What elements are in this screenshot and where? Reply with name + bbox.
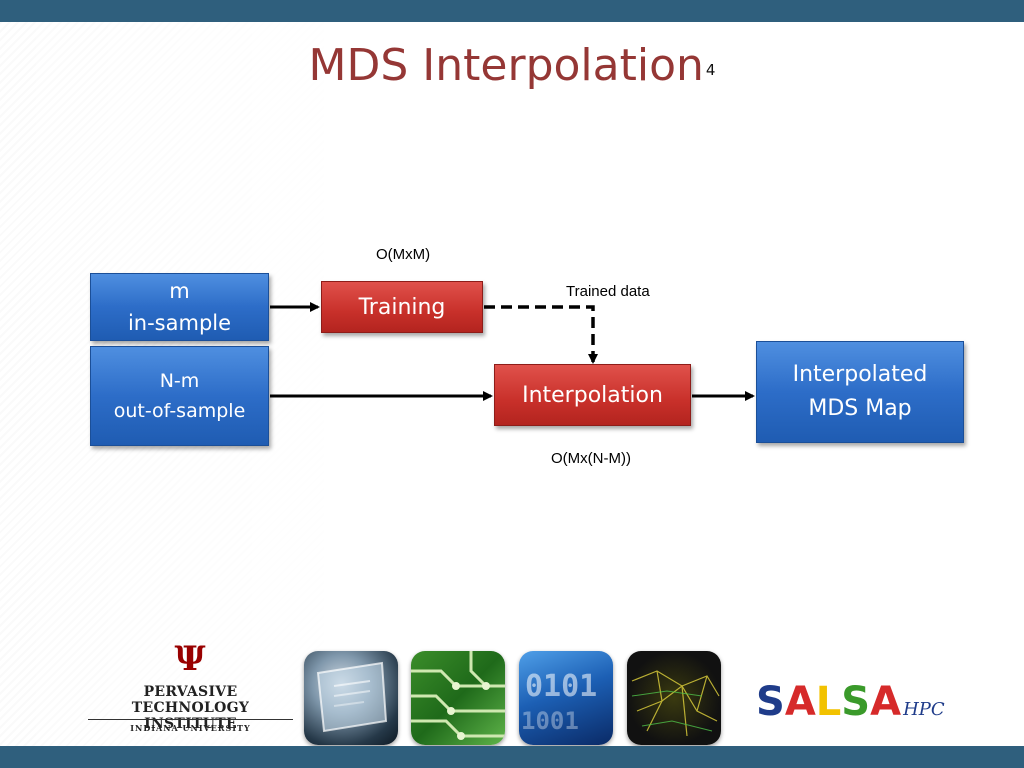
training-box: Training xyxy=(321,281,483,333)
slide-title-text: MDS Interpolation xyxy=(308,40,704,91)
out-of-sample-label: out-of-sample xyxy=(113,400,246,422)
interpolation-label: Interpolation xyxy=(522,382,663,408)
pti-university: INDIANA UNIVERSITY xyxy=(130,723,251,733)
network-graphic xyxy=(631,670,720,737)
in-sample-count: m xyxy=(169,279,190,303)
binary-digits-faded-icon: 1001 xyxy=(521,707,579,735)
iu-trident-icon: Ψ xyxy=(174,639,206,679)
salsa-letter: A xyxy=(784,679,816,725)
salsa-letter: S xyxy=(841,679,871,725)
computer-screen-image xyxy=(304,651,398,745)
training-cost-label: O(MxM) xyxy=(376,246,431,263)
trained-data-label: Trained data xyxy=(566,283,650,300)
network-map-image xyxy=(627,651,721,745)
pti-divider xyxy=(88,719,293,720)
interpolated-map-box: Interpolated MDS Map xyxy=(756,341,964,443)
top-bar xyxy=(0,0,1024,22)
salsa-hpc-suffix: HPC xyxy=(903,699,945,720)
circuit-graphic xyxy=(411,651,505,740)
pti-logo: Ψ PERVASIVE TECHNOLOGY INSTITUTE INDIANA… xyxy=(88,640,293,740)
pti-name-line1: PERVASIVE TECHNOLOGY xyxy=(131,684,250,716)
pti-name: PERVASIVE TECHNOLOGY INSTITUTE xyxy=(88,684,293,732)
salsa-letter: A xyxy=(870,679,902,725)
map-label-line2: MDS Map xyxy=(808,396,912,421)
out-of-sample-box: N-m out-of-sample xyxy=(90,346,269,446)
interpolation-box: Interpolation xyxy=(494,364,691,426)
binary-code-image: 0101 1001 xyxy=(519,651,613,745)
training-label: Training xyxy=(358,294,446,320)
screen-graphic xyxy=(316,661,388,733)
out-of-sample-count: N-m xyxy=(159,370,200,392)
pti-name-line2: INSTITUTE xyxy=(144,716,237,732)
in-sample-label: in-sample xyxy=(127,311,232,335)
salsa-letter: L xyxy=(815,679,842,725)
circuit-board-image xyxy=(411,651,505,745)
interpolation-cost-label: O(Mx(N-M)) xyxy=(551,450,631,467)
map-label-line1: Interpolated xyxy=(792,362,928,387)
slide-number: 4 xyxy=(705,61,716,79)
salsa-letter: S xyxy=(756,679,785,725)
bottom-bar xyxy=(0,746,1024,768)
arrow-trained-data-dashed xyxy=(484,305,598,364)
in-sample-box: m in-sample xyxy=(90,273,269,341)
binary-digits-icon: 0101 xyxy=(525,669,598,704)
